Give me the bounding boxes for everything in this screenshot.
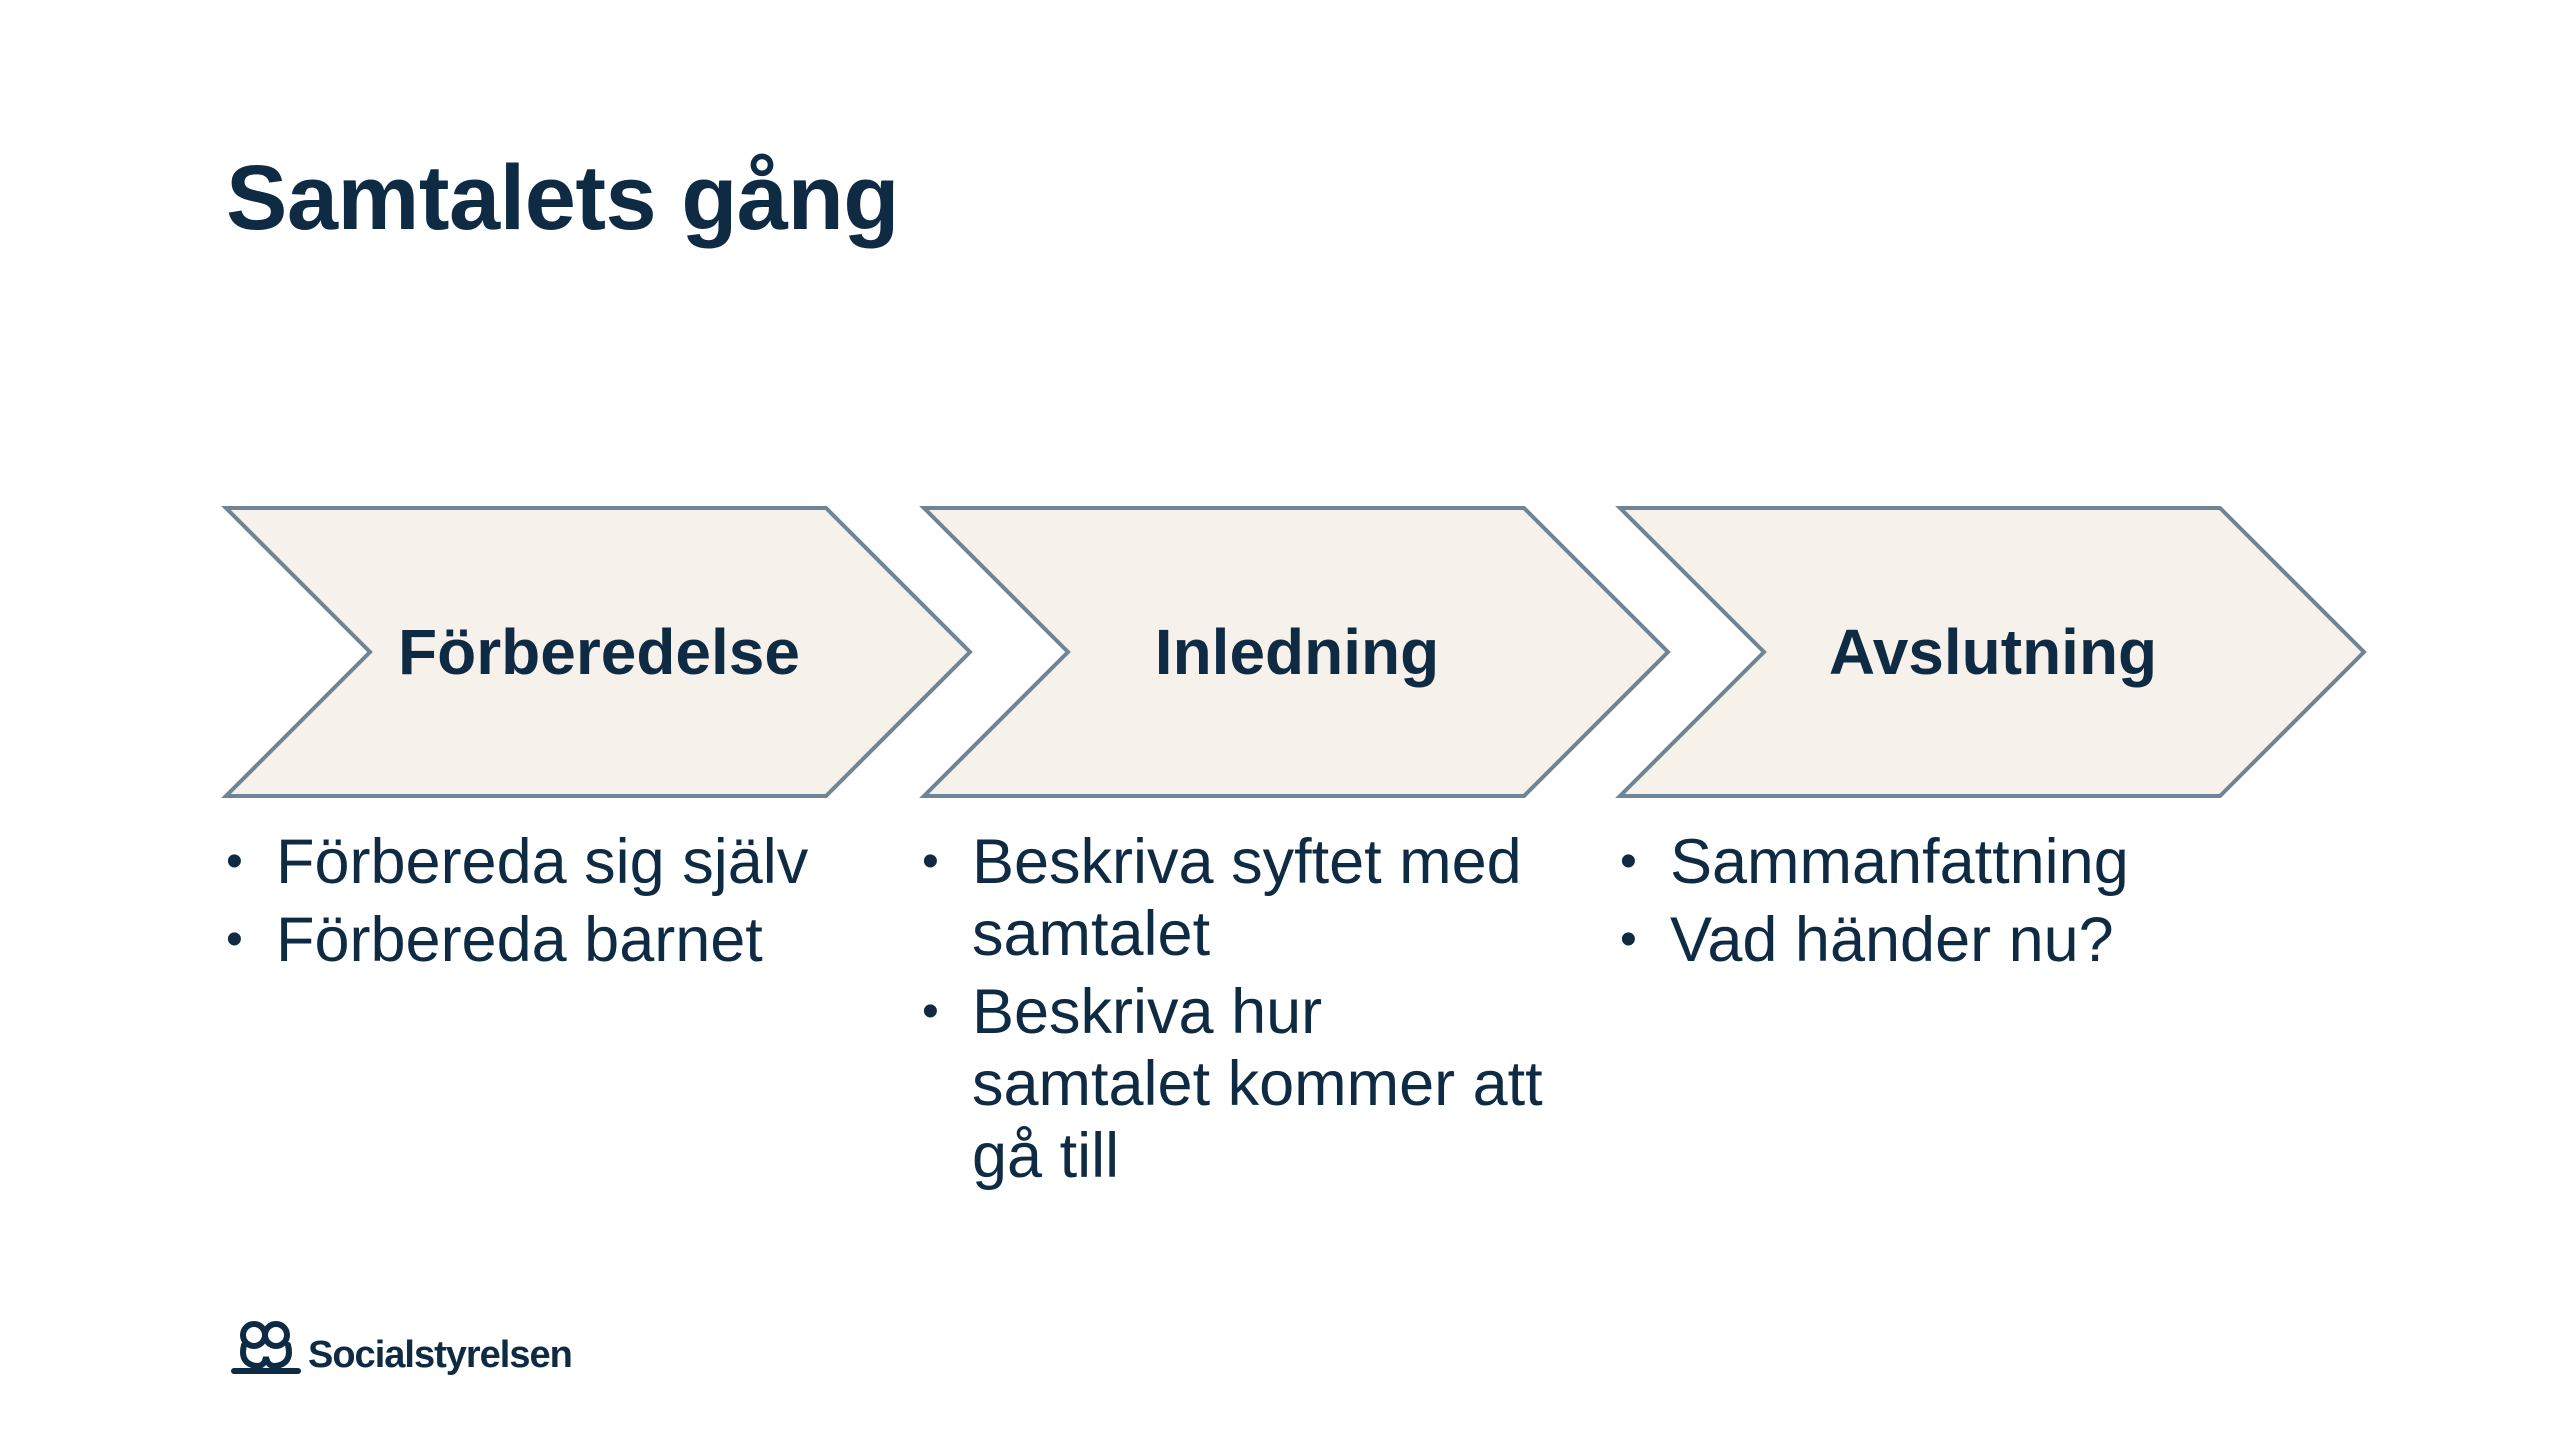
chevron-step-3: Avslutning xyxy=(1615,506,2368,798)
step-1-bullet-list: •Förbereda sig själv •Förbereda barnet xyxy=(226,826,866,982)
step-3-bullet-list: •Sammanfattning •Vad händer nu? xyxy=(1620,826,2260,982)
list-item: •Sammanfattning xyxy=(1620,827,2129,897)
step-label: Inledning xyxy=(1154,616,1440,688)
chevron-shape xyxy=(919,506,1671,798)
chevron-shape xyxy=(1615,506,2367,798)
list-item: •Förbereda sig själv xyxy=(226,827,809,897)
socialstyrelsen-logo: Socialstyrelsen xyxy=(230,1316,573,1377)
chevron-shape xyxy=(221,506,973,798)
logo-text: Socialstyrelsen xyxy=(308,1334,573,1376)
chevron-step-1: Förberedelse xyxy=(221,506,974,798)
list-item: •Beskriva syftet med samtalet xyxy=(922,827,1522,969)
list-item: •Vad händer nu? xyxy=(1620,905,2114,975)
list-item: •Beskriva hur samtalet kommer att gå til… xyxy=(922,977,1543,1191)
step-2-bullet-list: •Beskriva syftet med samtalet •Beskriva … xyxy=(922,826,1562,1198)
knot-logo-icon xyxy=(231,1320,301,1374)
slide-title: Samtalets gång xyxy=(226,147,899,249)
step-label: Förberedelse xyxy=(398,616,800,688)
list-item: •Förbereda barnet xyxy=(226,905,763,975)
step-label: Avslutning xyxy=(1828,616,2158,688)
chevron-step-2: Inledning xyxy=(919,506,1672,798)
